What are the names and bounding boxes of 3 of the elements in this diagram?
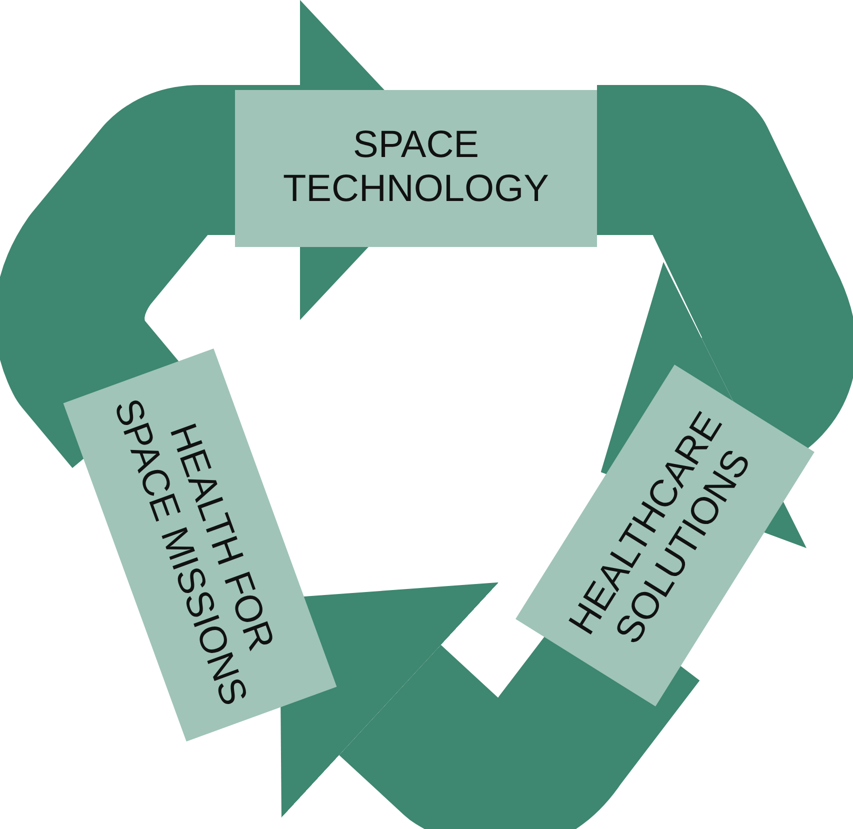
cycle-arrow <box>280 582 700 829</box>
box-label: SPACE TECHNOLOGY <box>282 124 550 212</box>
label-box <box>235 90 597 246</box>
